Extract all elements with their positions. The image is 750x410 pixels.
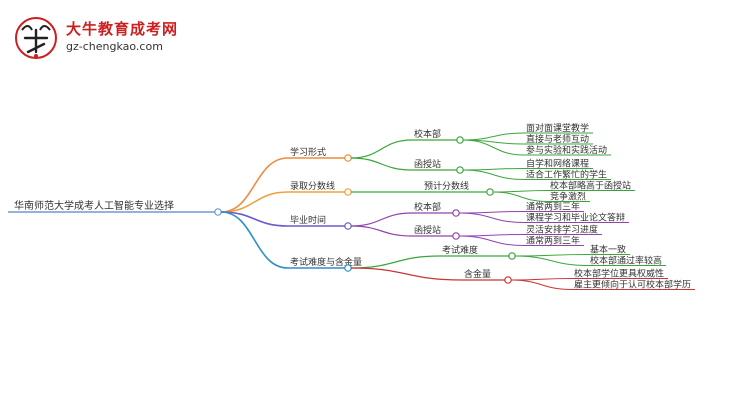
child-label-1-2: 函授站 xyxy=(414,158,441,170)
leaf-label-1-1-3: 参与实验和实践活动 xyxy=(526,144,607,156)
child-connector-1-1 xyxy=(350,139,413,159)
child-label-3-1: 校本部 xyxy=(414,201,441,213)
leaf-label-4-1-2: 校本部通过率较高 xyxy=(590,255,662,267)
leaf-connector-4-2-1 xyxy=(510,278,573,281)
branch-node-handle-3[interactable] xyxy=(344,222,352,230)
child-connector-1-2 xyxy=(350,157,413,171)
leaf-label-1-2-1: 自学和网络课程 xyxy=(526,158,589,170)
leaf-label-2-1-1: 校本部略高于函授站 xyxy=(550,180,631,192)
child-node-handle-3-2[interactable] xyxy=(452,232,460,240)
child-connector-4-2 xyxy=(350,267,463,281)
branch-node-handle-1[interactable] xyxy=(344,154,352,162)
leaf-label-4-2-1: 校本部学位更具权威性 xyxy=(574,268,664,280)
child-connector-3-2 xyxy=(350,225,413,237)
leaf-label-3-2-1: 灵活安排学习进度 xyxy=(526,224,598,236)
leaf-connector-3-2-1 xyxy=(458,234,525,237)
branch-connector-1 xyxy=(220,157,289,213)
child-connector-3-1 xyxy=(350,212,413,227)
leaf-connector-3-1-2 xyxy=(458,212,525,223)
leaf-connector-1-1-1 xyxy=(462,132,525,141)
branch-node-handle-4[interactable] xyxy=(344,264,352,272)
child-node-handle-3-1[interactable] xyxy=(452,209,460,217)
child-connector-4-1 xyxy=(350,255,441,269)
child-node-handle-1-2[interactable] xyxy=(456,166,464,174)
brand-name: 大牛教育成考网 xyxy=(66,20,179,38)
bull-mascot-icon xyxy=(15,17,57,59)
branch-label-2: 录取分数线 xyxy=(290,180,335,192)
branch-label-4: 考试难度与含金量 xyxy=(290,256,362,268)
leaf-connector-2-1-2 xyxy=(492,191,549,202)
branch-connector-2 xyxy=(220,191,289,213)
leaf-connector-2-1-1 xyxy=(492,190,549,193)
leaf-connector-4-1-2 xyxy=(514,255,589,266)
site-logo[interactable]: 大牛教育成考网 gz-chengkao.com xyxy=(14,14,194,60)
branch-connector-4 xyxy=(220,211,289,269)
branch-node-handle-2[interactable] xyxy=(344,188,352,196)
root-node-handle[interactable] xyxy=(214,208,222,216)
leaf-label-4-2-2: 雇主更倾向于认可校本部学历 xyxy=(574,279,691,291)
child-label-4-2: 含金量 xyxy=(464,268,491,280)
leaf-connector-1-2-2 xyxy=(462,169,525,180)
branch-label-1: 学习形式 xyxy=(290,146,326,158)
leaf-label-1-2-2: 适合工作繁忙的学生 xyxy=(526,169,607,181)
leaf-label-3-1-2: 课程学习和毕业论文答辩 xyxy=(526,212,625,224)
child-node-handle-1-1[interactable] xyxy=(456,136,464,144)
child-label-1-1: 校本部 xyxy=(414,128,441,140)
leaf-label-2-1-2: 竞争激烈 xyxy=(550,191,586,203)
root-node-label: 华南师范大学成考人工智能专业选择 xyxy=(14,199,174,212)
leaf-connector-4-1-1 xyxy=(514,254,589,257)
branch-label-3: 毕业时间 xyxy=(290,214,326,226)
leaf-connector-1-2-1 xyxy=(462,168,525,171)
branch-connector-3 xyxy=(220,211,289,227)
leaf-connector-3-1-1 xyxy=(458,211,525,214)
child-node-handle-4-1[interactable] xyxy=(508,252,516,260)
leaf-connector-4-2-2 xyxy=(510,279,573,290)
child-label-4-1: 考试难度 xyxy=(442,244,478,256)
leaf-label-1-1-2: 直接与老师互动 xyxy=(526,133,589,145)
brand-url: gz-chengkao.com xyxy=(66,40,163,53)
leaf-label-3-1-1: 通常两到三年 xyxy=(526,201,580,213)
leaf-label-3-2-2: 通常两到三年 xyxy=(526,235,580,247)
leaf-connector-3-2-2 xyxy=(458,235,525,246)
leaf-label-1-1-1: 面对面课堂教学 xyxy=(526,122,589,134)
child-node-handle-4-2[interactable] xyxy=(504,276,512,284)
child-label-2-1: 预计分数线 xyxy=(424,180,469,192)
child-label-3-2: 函授站 xyxy=(414,224,441,236)
child-node-handle-2-1[interactable] xyxy=(486,188,494,196)
leaf-label-4-1-1: 基本一致 xyxy=(590,244,626,256)
leaf-connector-1-1-3 xyxy=(462,139,525,156)
